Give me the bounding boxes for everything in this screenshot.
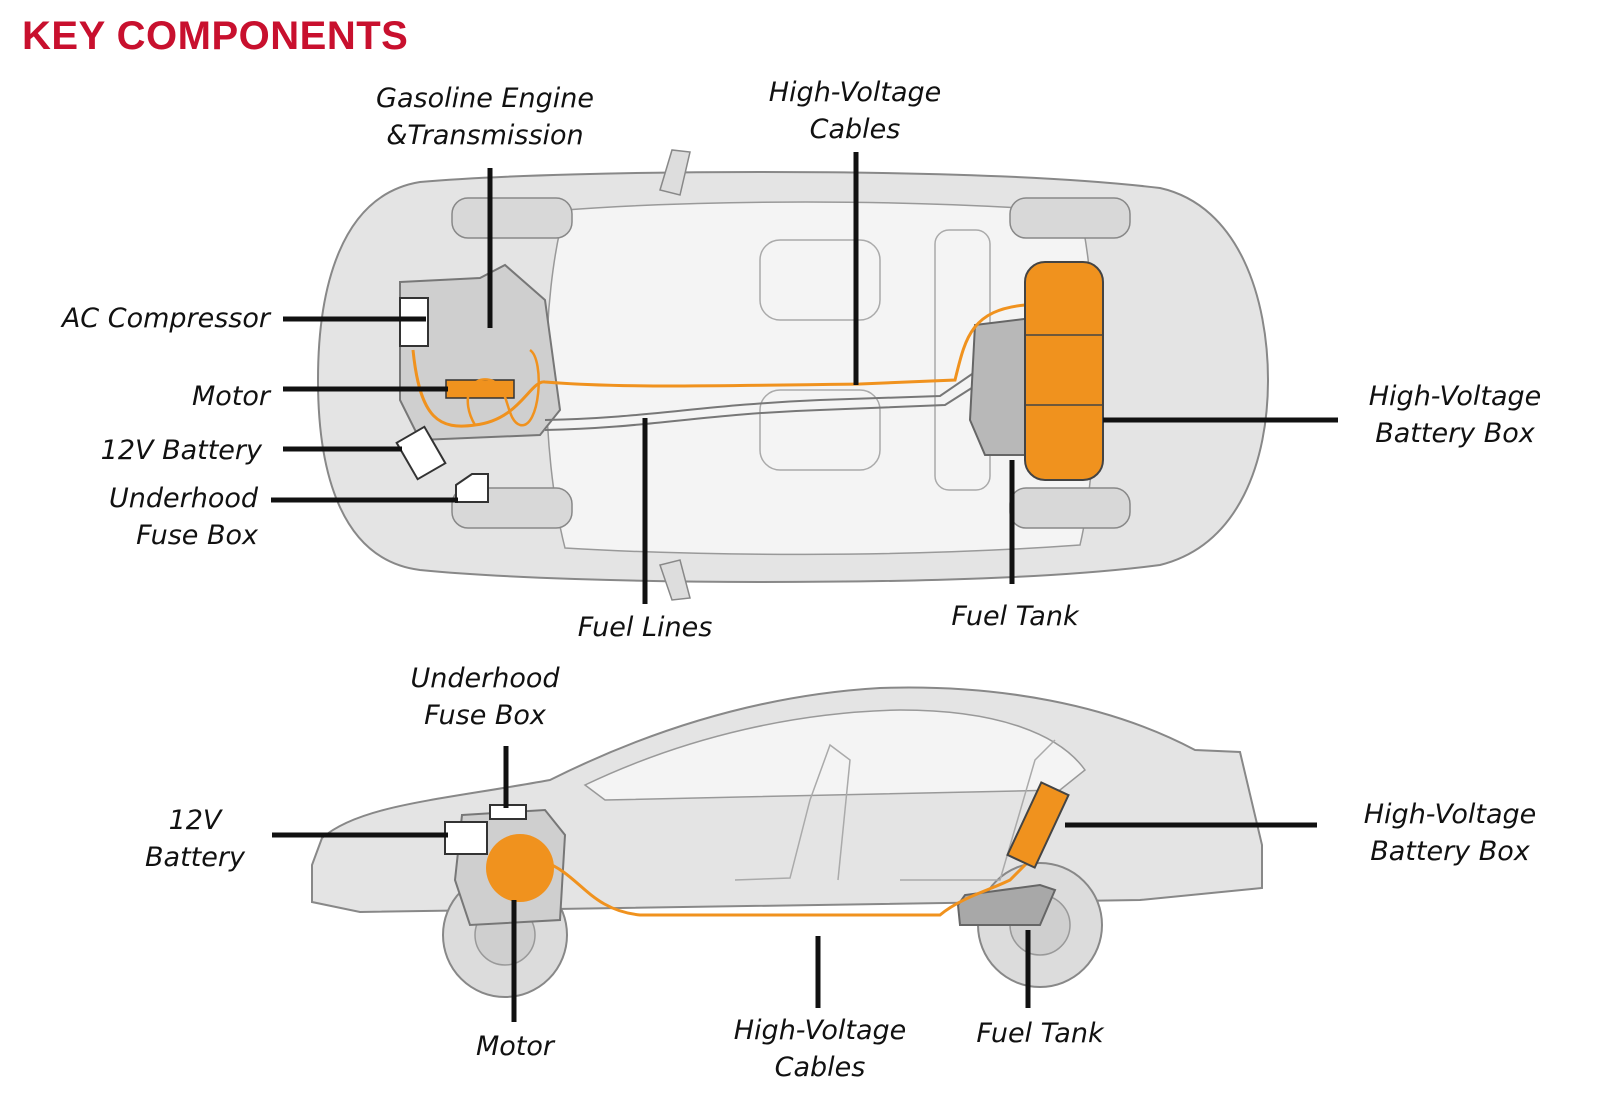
top-fuel-line-1 xyxy=(544,371,976,421)
label-top-motor: Motor xyxy=(191,381,270,412)
top-cabin xyxy=(545,201,1096,556)
top-wheel-fl xyxy=(451,197,573,239)
label-side-hv-cables: High-Voltage Cables xyxy=(733,1015,907,1083)
side-cabin xyxy=(583,709,1087,801)
label-top-hv-battery: High-Voltage Battery Box xyxy=(1368,381,1542,449)
top-hv-cable xyxy=(411,303,1026,428)
label-gasoline-engine: Gasoline Engine &Transmission xyxy=(376,83,594,151)
top-wheel-rr xyxy=(1009,487,1131,529)
label-top-fuel-tank: Fuel Tank xyxy=(951,601,1079,632)
car-side-view xyxy=(311,686,1263,998)
top-ac-compressor xyxy=(399,297,429,347)
label-side-motor: Motor xyxy=(475,1031,555,1062)
top-seat-1 xyxy=(759,239,881,321)
label-top-hv-cables: High-Voltage Cables xyxy=(768,77,942,145)
page-title: KEY COMPONENTS xyxy=(22,14,409,58)
top-engine-block xyxy=(399,263,562,442)
top-mirror-lower xyxy=(659,559,691,601)
top-12v-battery xyxy=(395,425,447,481)
top-wheel-rl xyxy=(1009,197,1131,239)
top-seat-2 xyxy=(759,389,881,471)
label-ac-compressor: AC Compressor xyxy=(61,303,270,334)
top-mirror-upper xyxy=(659,149,691,196)
top-hv-cable-loop xyxy=(466,348,540,427)
side-leader-lines xyxy=(272,746,1317,1022)
label-side-12v-battery: 12V Battery xyxy=(145,805,245,873)
top-leader-lines xyxy=(271,152,1338,604)
top-hv-battery xyxy=(1024,261,1104,481)
side-seat-front xyxy=(734,743,851,881)
side-fuel-tank xyxy=(956,883,1057,926)
side-hv-battery xyxy=(1006,781,1070,869)
label-side-hv-battery: High-Voltage Battery Box xyxy=(1363,799,1537,867)
car-top-view xyxy=(316,149,1270,601)
label-top-fuse-box: Underhood Fuse Box xyxy=(108,483,258,551)
side-12v-battery xyxy=(444,821,488,855)
side-motor xyxy=(486,834,554,902)
label-top-12v-battery: 12V Battery xyxy=(100,435,262,466)
label-side-fuse-box: Underhood Fuse Box xyxy=(410,663,560,731)
side-hv-cable xyxy=(544,858,1032,917)
top-fuel-tank xyxy=(968,316,1033,456)
label-fuel-lines: Fuel Lines xyxy=(577,612,713,643)
label-side-fuel-tank: Fuel Tank xyxy=(976,1018,1104,1049)
top-fuel-line-2 xyxy=(544,383,979,431)
side-seat-rear xyxy=(900,739,1056,881)
